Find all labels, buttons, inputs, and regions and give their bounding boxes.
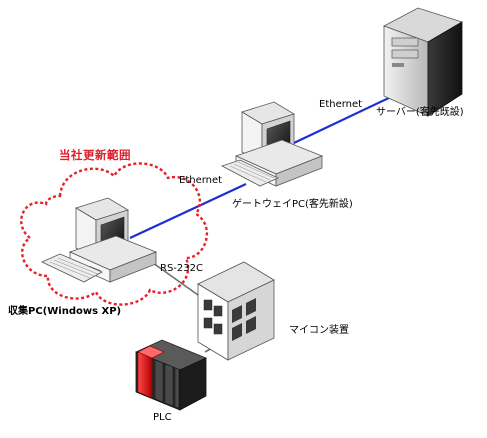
microcomputer-icon	[197, 261, 275, 361]
server-label: サーバー(客先既設)	[376, 107, 464, 118]
plc-icon	[134, 339, 208, 411]
gateway-pc-label: ゲートウェイPC(客先新設)	[232, 199, 353, 210]
plc-label: PLC	[153, 412, 172, 423]
collector-pc-label: 収集PC(Windows XP)	[8, 306, 122, 317]
update-scope-label: 当社更新範囲	[59, 148, 131, 162]
gateway-pc-icon	[220, 101, 324, 187]
ethernet-line-collector	[129, 183, 247, 239]
server-icon	[383, 7, 463, 117]
ethernet-upper-label: Ethernet	[319, 99, 363, 110]
collector-pc-icon	[41, 197, 158, 283]
ethernet-lower-label: Ethernet	[179, 175, 223, 186]
rs232c-label: RS-232C	[160, 263, 203, 274]
microcomputer-label: マイコン装置	[289, 325, 349, 336]
